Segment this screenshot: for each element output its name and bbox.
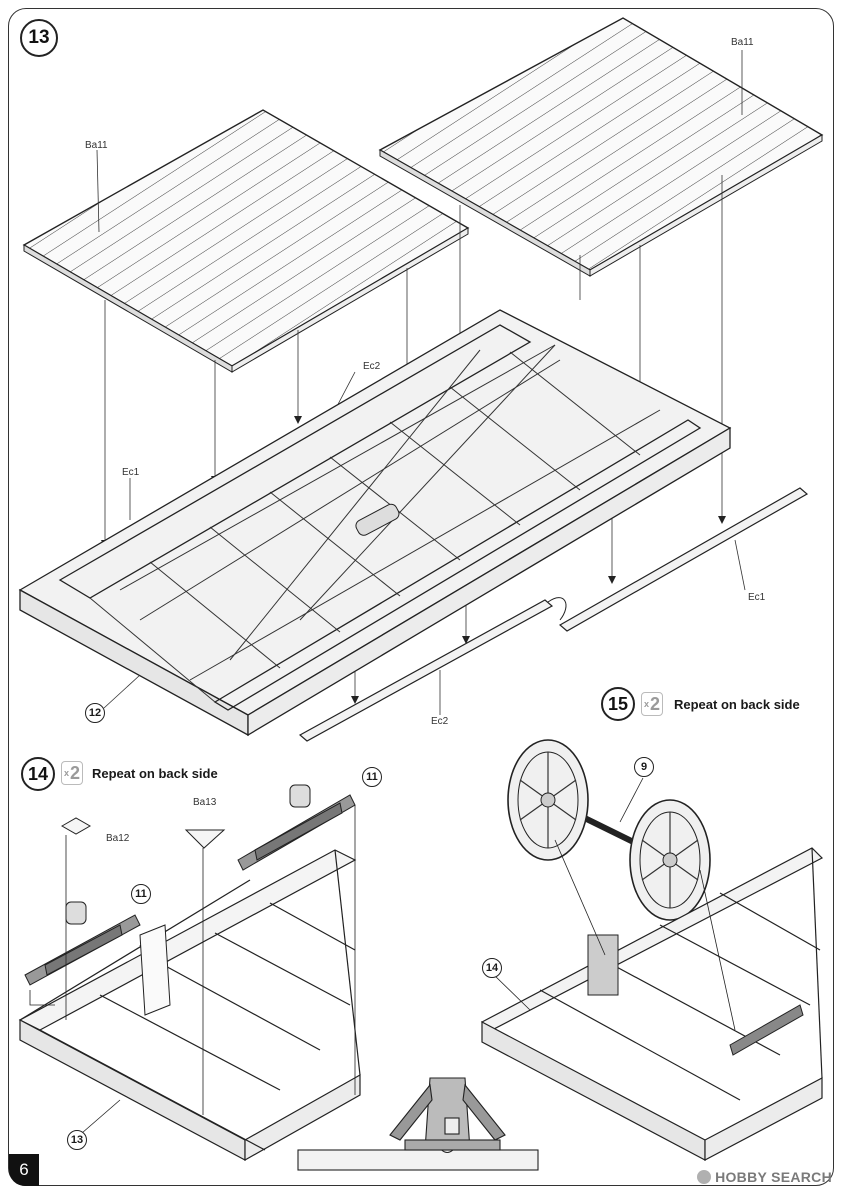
bracket-ba13 — [184, 829, 226, 849]
part-label-ba11-left: Ba11 — [85, 140, 108, 151]
side-beam-ec2 — [298, 599, 554, 742]
part-label-ec2-bottom: Ec2 — [431, 716, 449, 727]
deck-panel-ba11-right — [378, 17, 824, 277]
page-number: 6 — [9, 1154, 39, 1186]
multiplier-value-14: 2 — [70, 762, 81, 783]
axlebox-spring-assembled — [587, 934, 804, 1056]
callout-12: 12 — [85, 703, 105, 723]
chassis-detail-15 — [480, 847, 824, 1161]
callout-13: 13 — [67, 1130, 87, 1150]
page-frame — [8, 8, 834, 1186]
leaf-spring-left — [24, 901, 141, 986]
part-label-ec1-left: Ec1 — [122, 467, 140, 478]
multiplier-value-15: 2 — [650, 693, 661, 714]
callout-14: 14 — [482, 958, 502, 978]
multiplier-prefix-14: x — [63, 768, 69, 778]
side-beam-ec1 — [558, 487, 809, 632]
part-label-ba11-right: Ba11 — [731, 37, 754, 48]
chassis-crossmembers — [89, 344, 661, 703]
part-label-ba12: Ba12 — [106, 833, 130, 844]
multiplier-prefix-15: x — [643, 699, 649, 709]
step-number-15: 15 — [601, 687, 635, 721]
callout-11-lower: 11 — [131, 884, 151, 904]
callout-11-upper: 11 — [362, 767, 382, 787]
bracket-ba12 — [60, 817, 92, 835]
leader-lines-15 — [492, 777, 736, 1031]
leaf-spring-right — [237, 784, 356, 871]
step-number-13: 13 — [20, 19, 58, 57]
part-label-ec1-right: Ec1 — [748, 592, 766, 603]
callout-9: 9 — [634, 757, 654, 777]
watermark: HOBBY SEARCH — [697, 1169, 832, 1185]
brake-cylinder — [355, 503, 400, 536]
part-label-ec2-top: Ec2 — [363, 361, 381, 372]
hanger-detail-view — [297, 1077, 539, 1171]
watermark-text: HOBBY SEARCH — [715, 1169, 832, 1185]
repeat-instruction-15: Repeat on back side — [674, 697, 800, 712]
watermark-logo-icon — [697, 1170, 712, 1184]
step-number-14: 14 — [21, 757, 55, 791]
leader-lines-14 — [29, 805, 356, 1134]
deck-panel-ba11-left — [22, 109, 470, 373]
wheelset — [507, 739, 711, 921]
part-label-ba13: Ba13 — [193, 797, 217, 808]
repeat-instruction-14: Repeat on back side — [92, 766, 218, 781]
chassis-detail-14 — [18, 849, 361, 1162]
spring-hanger-bracket — [139, 924, 171, 1016]
beam-join-curve — [547, 597, 567, 621]
